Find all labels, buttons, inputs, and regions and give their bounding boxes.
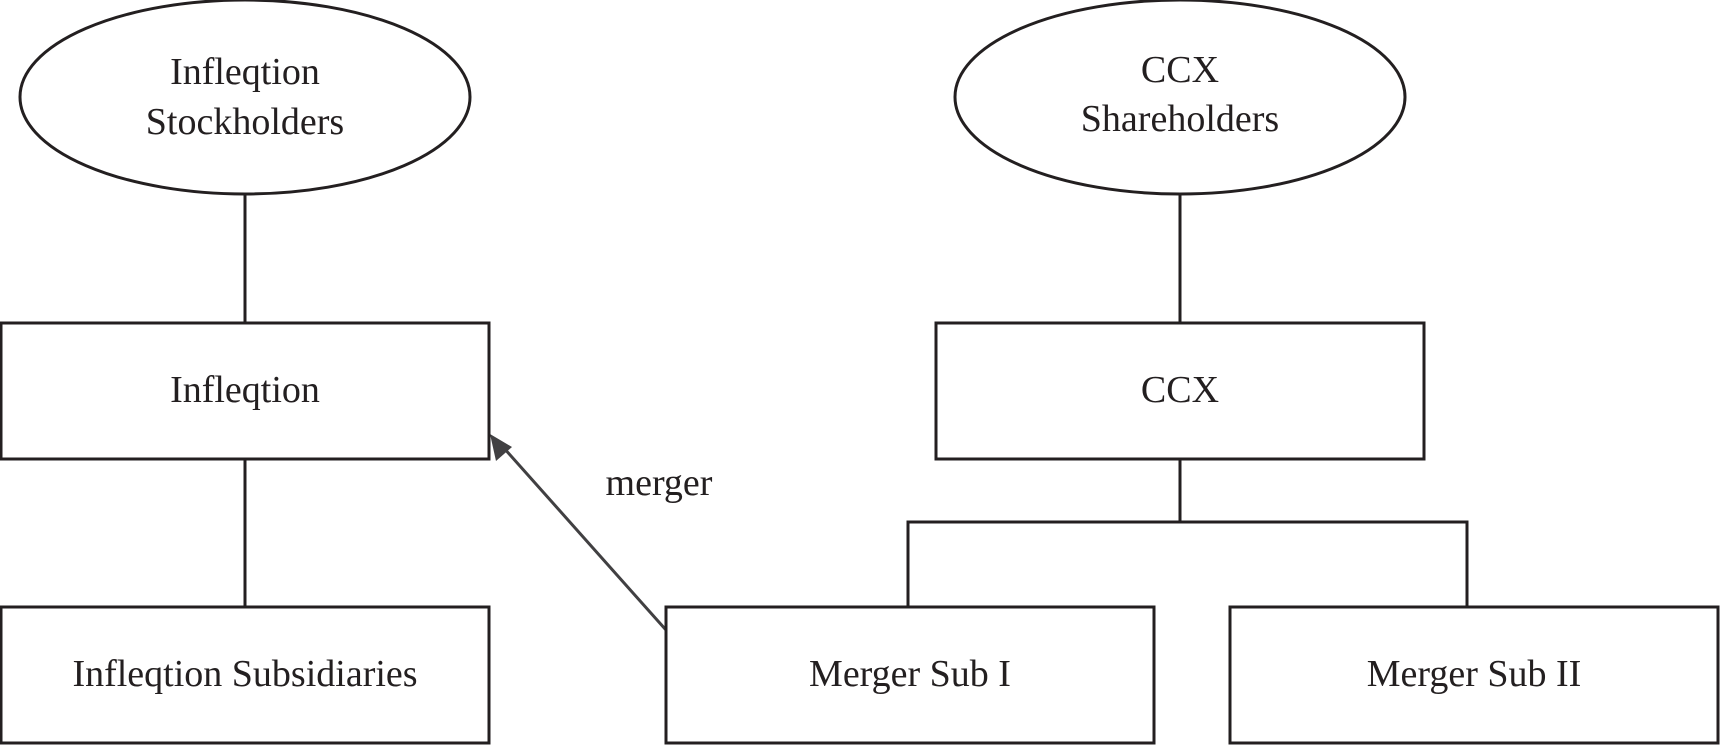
merger-edge-label: merger: [606, 462, 713, 504]
ccx-shareholders-label-line1: CCX: [1141, 49, 1219, 91]
ccx-shareholders-node: [953, 0, 1407, 196]
ccx-node: [934, 321, 1426, 461]
ccx-label: CCX: [1141, 369, 1219, 411]
inflection-stockholders-label-line1: Infleqtion: [170, 51, 320, 93]
merger-sub-1-label: Merger Sub I: [809, 653, 1011, 695]
merger-arrow-head: [490, 434, 512, 461]
inflection-stockholders-label-line2: Stockholders: [146, 101, 344, 143]
inflection-subsidiaries-label: Infleqtion Subsidiaries: [72, 653, 417, 695]
merger-sub-2-node: [1228, 605, 1720, 745]
inflection-node: [0, 321, 491, 461]
inflection-label: Infleqtion: [170, 369, 320, 411]
inflection-subsidiaries-node: [0, 605, 491, 745]
ccx-shareholders-label-line2: Shareholders: [1081, 98, 1279, 140]
merger-sub-2-label: Merger Sub II: [1367, 653, 1582, 695]
merger-sub-1-node: [664, 605, 1156, 745]
inflection-stockholders-node: [18, 0, 472, 196]
merger-arrow: [501, 446, 668, 631]
connector-merger-subs-bracket: [906, 520, 1469, 607]
